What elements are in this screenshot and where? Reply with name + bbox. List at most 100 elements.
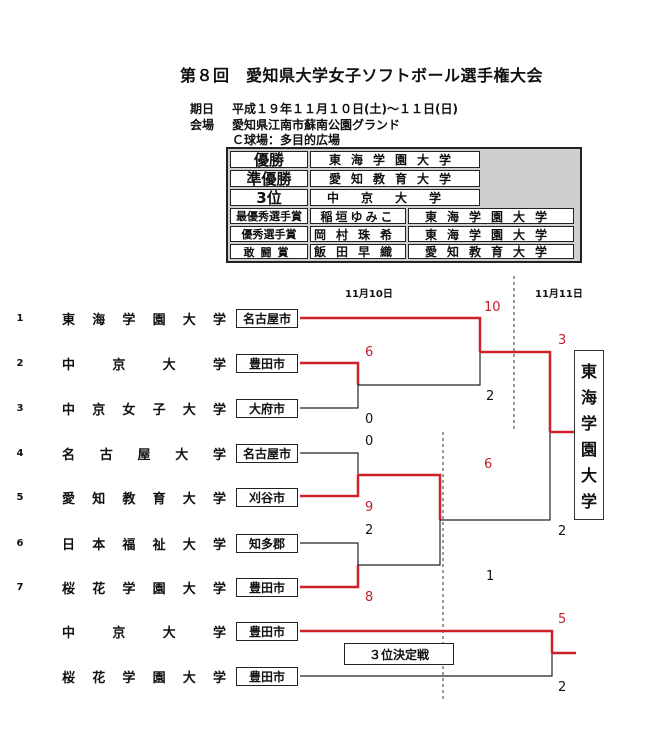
- team-name-char: 海: [92, 313, 106, 328]
- team-number: 7: [16, 582, 24, 593]
- team-name-char: 大: [182, 671, 196, 686]
- team-name-char: 大: [162, 358, 176, 373]
- date-day2: 11月11日: [535, 289, 583, 300]
- team-name: 中京大学: [62, 622, 226, 641]
- team-name-text: 名古屋大学: [62, 444, 226, 463]
- team-name-char: 学: [212, 403, 226, 418]
- team-city: 刈谷市: [236, 488, 298, 507]
- team-name-char: 京: [92, 403, 106, 418]
- date-day1: 11月10日: [345, 289, 393, 300]
- team-name-char: 学: [212, 671, 226, 686]
- venue-value: 愛知県江南市蘇南公園グランド: [232, 118, 401, 132]
- team-city: 名古屋市: [236, 444, 298, 463]
- results-table: 優勝 東海学園大学 準優勝 愛知教育大学 3位 中京大学 最優秀選手賞 稲垣ゆみ…: [226, 147, 582, 263]
- team-city: 知多郡: [236, 534, 298, 553]
- award-champion: 優勝: [230, 151, 308, 169]
- team-name: 日本福祉大学: [62, 534, 226, 553]
- team-name: 中京大学: [62, 354, 226, 373]
- team-name-text: 愛知教育大学: [62, 488, 226, 507]
- team-number: 4: [16, 448, 24, 459]
- team-name: 桜花学園大学: [62, 667, 226, 686]
- team-name-char: 本: [92, 538, 106, 553]
- team-name-char: 大: [182, 403, 196, 418]
- team-number: 6: [16, 538, 24, 549]
- team-number: 1: [16, 313, 24, 324]
- team-number: 3: [16, 403, 24, 414]
- team-name-char: 日: [62, 538, 76, 553]
- team-name-char: 福: [122, 538, 136, 553]
- team-name: 桜花学園大学: [62, 578, 226, 597]
- score-third-top: 5: [558, 612, 567, 627]
- team-city: 名古屋市: [236, 309, 298, 328]
- score-final-bottom: 2: [558, 524, 567, 539]
- score-r2-team45: 6: [484, 457, 493, 472]
- team-champion: 東海学園大学: [310, 151, 480, 168]
- score-r2-team67: 1: [486, 569, 495, 584]
- team-name-char: 学: [212, 448, 226, 463]
- excellent-player: 岡村珠希: [310, 226, 406, 242]
- team-name-char: 大: [182, 313, 196, 328]
- team-name-char: 園: [152, 671, 166, 686]
- team-name-char: 教: [122, 492, 136, 507]
- champion-char: 学: [580, 492, 597, 511]
- score-r1-team6: 2: [365, 523, 374, 538]
- score-r1-team4: 0: [365, 434, 374, 449]
- team-name-char: 愛: [62, 492, 76, 507]
- team-name: 中京女子大学: [62, 399, 226, 418]
- team-name-char: 大: [182, 582, 196, 597]
- champion-char: 大: [580, 466, 597, 485]
- team-name-char: 花: [92, 582, 106, 597]
- team-name-char: 子: [152, 403, 166, 418]
- excellent-team: 東海学園大学: [408, 226, 574, 242]
- award-excellent: 優秀選手賞: [230, 226, 308, 242]
- team-name-char: 桜: [62, 582, 76, 597]
- team-name-char: 大: [175, 448, 189, 463]
- team-name-char: 学: [122, 313, 136, 328]
- team-city: 豊田市: [236, 578, 298, 597]
- team-name: 愛知教育大学: [62, 488, 226, 507]
- team-name-char: 名: [62, 448, 76, 463]
- team-name-char: 大: [182, 538, 196, 553]
- page-title: 第８回 愛知県大学女子ソフトボール選手権大会: [180, 66, 544, 85]
- team-third: 中京大学: [310, 189, 480, 206]
- score-r2-team1: 10: [484, 300, 501, 315]
- fighting-player: 飯田早織: [310, 244, 406, 259]
- team-name-char: 大: [162, 626, 176, 641]
- champion-char: 学: [580, 414, 597, 433]
- fighting-team: 愛知教育大学: [408, 244, 574, 259]
- award-fighting: 敢闘賞: [230, 244, 308, 259]
- third-place-label: ３位決定戦: [344, 643, 454, 665]
- score-r1-team7: 8: [365, 590, 374, 605]
- date-value: 平成１９年１１月１０日(土)～１１日(日): [232, 102, 458, 116]
- team-name-char: 桜: [62, 671, 76, 686]
- team-runnerup: 愛知教育大学: [310, 170, 480, 187]
- team-name-char: 京: [112, 358, 126, 373]
- team-name-char: 学: [212, 626, 226, 641]
- score-r1-team2: 6: [365, 345, 374, 360]
- team-name-char: 女: [122, 403, 136, 418]
- team-name: 名古屋大学: [62, 444, 226, 463]
- team-number: 5: [16, 492, 24, 503]
- champion-box: 東 海 学 園 大 学: [574, 350, 604, 520]
- team-name-char: 学: [212, 582, 226, 597]
- team-name: 東海学園大学: [62, 309, 226, 328]
- team-name-char: 学: [212, 492, 226, 507]
- champion-char: 海: [580, 388, 597, 407]
- team-name-char: 中: [62, 403, 76, 418]
- score-third-bottom: 2: [558, 680, 567, 695]
- team-name-char: 東: [62, 313, 76, 328]
- score-r1-team5: 9: [365, 500, 374, 515]
- team-name-char: 花: [92, 671, 106, 686]
- team-city: 豊田市: [236, 354, 298, 373]
- award-third: 3位: [230, 189, 308, 207]
- team-city: 豊田市: [236, 667, 298, 686]
- team-name-text: 中京大学: [62, 354, 226, 373]
- team-name-char: 学: [212, 313, 226, 328]
- team-name-text: 東海学園大学: [62, 309, 226, 328]
- team-number: 2: [16, 358, 24, 369]
- mvp-team: 東海学園大学: [408, 208, 574, 224]
- team-name-text: 桜花学園大学: [62, 578, 226, 597]
- team-name-char: 中: [62, 626, 76, 641]
- team-name-text: 中京女子大学: [62, 399, 226, 418]
